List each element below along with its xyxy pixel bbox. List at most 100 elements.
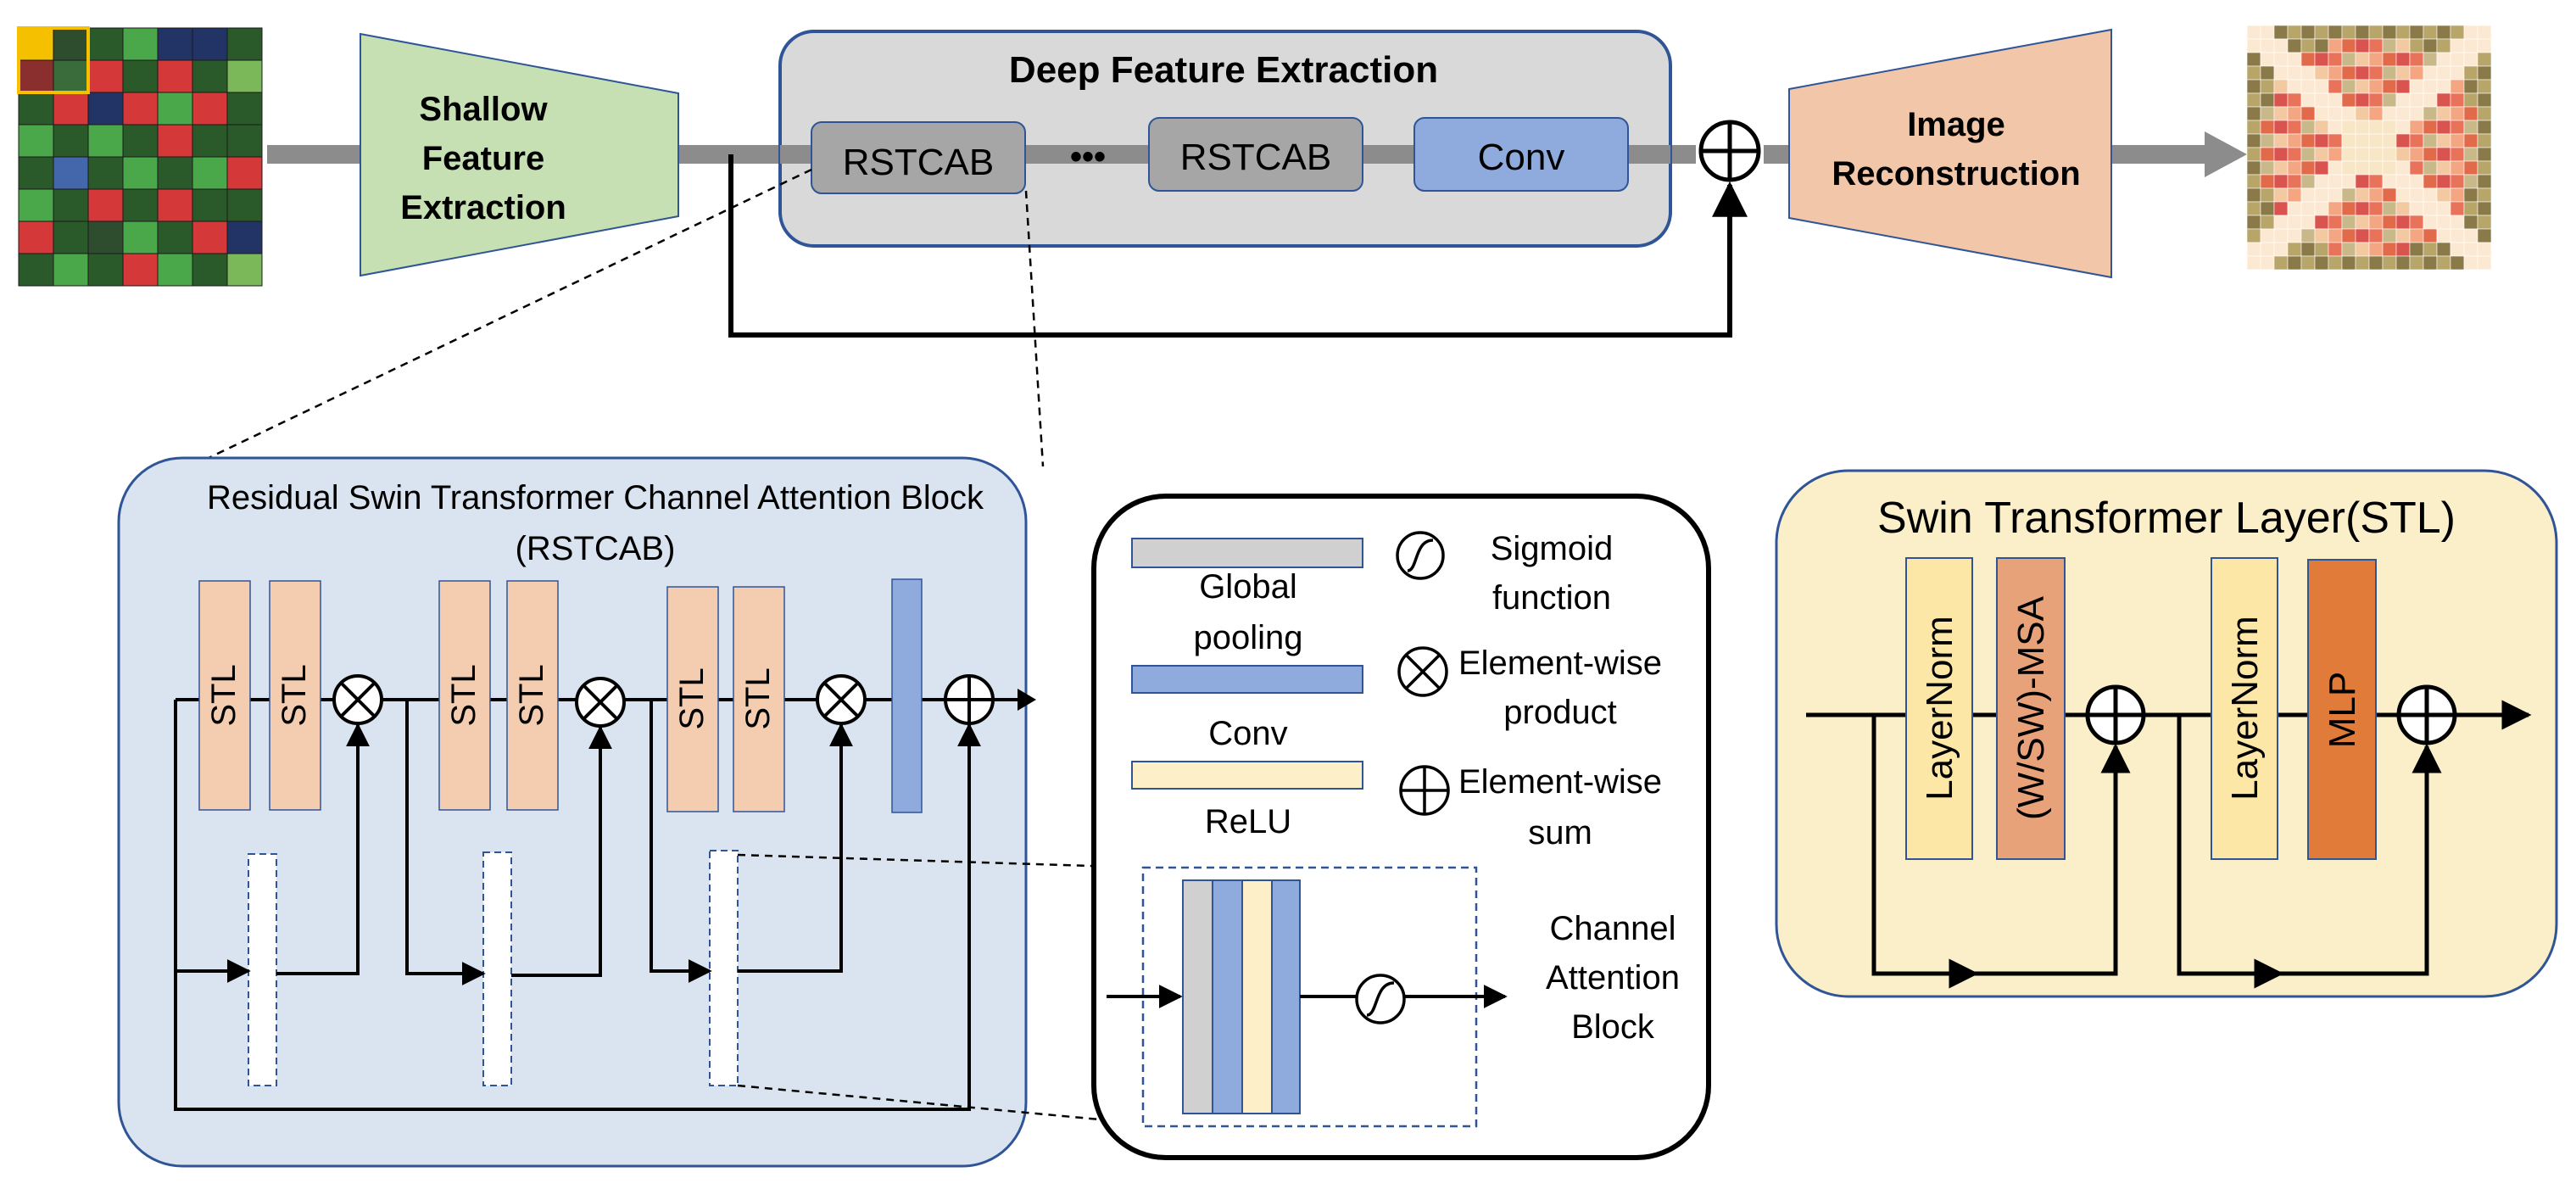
output-grid-cell <box>2395 79 2411 94</box>
ellipsis: ••• <box>1070 138 1106 176</box>
output-grid-cell <box>2287 255 2302 271</box>
output-grid-cell <box>2355 52 2370 67</box>
output-grid-cell <box>2328 120 2343 135</box>
output-grid-cell <box>2368 79 2384 94</box>
rstcab-block-1[interactable] <box>811 121 1026 194</box>
output-grid-cell <box>2314 201 2329 216</box>
input-grid-cell <box>122 220 159 254</box>
output-grid-cell <box>2300 79 2316 94</box>
stl-block-3[interactable] <box>438 580 491 811</box>
output-grid-cell <box>2314 38 2329 53</box>
output-grid-cell <box>2409 201 2424 216</box>
stl-block-6[interactable] <box>733 586 785 812</box>
output-grid-cell <box>2260 187 2275 203</box>
cab-branch-2 <box>482 851 512 1086</box>
rstcab-block-2[interactable] <box>1148 117 1363 192</box>
output-grid-cell <box>2314 120 2329 135</box>
output-grid-cell <box>2246 255 2261 271</box>
output-grid-cell <box>2423 187 2438 203</box>
output-grid-cell <box>2423 160 2438 176</box>
legend-pool-label-line1: Global <box>1199 568 1297 606</box>
output-grid-cell <box>2273 147 2289 162</box>
legend-conv-label: Conv <box>1208 715 1287 752</box>
output-grid-cell <box>2477 65 2492 81</box>
output-grid-cell <box>2314 25 2329 40</box>
output-grid-cell <box>2287 52 2302 67</box>
input-grid-cell <box>18 156 54 190</box>
stl-block-1[interactable] <box>198 580 251 811</box>
output-grid-cell <box>2328 133 2343 148</box>
cab-zoom-line-top <box>737 853 1146 869</box>
output-grid-cell <box>2287 228 2302 243</box>
legend-conv-swatch <box>1131 665 1363 694</box>
output-grid-cell <box>2314 92 2329 108</box>
output-grid-cell <box>2436 215 2451 230</box>
output-grid-cell <box>2409 92 2424 108</box>
shallow-label-line3: Extraction <box>400 189 566 226</box>
output-grid-cell <box>2382 255 2397 271</box>
output-grid-cell <box>2260 160 2275 176</box>
output-grid-cell <box>2409 120 2424 135</box>
output-grid-cell <box>2382 215 2397 230</box>
output-grid-cell <box>2450 38 2465 53</box>
output-grid-cell <box>2395 187 2411 203</box>
input-image-grid <box>17 26 263 287</box>
output-grid-cell <box>2395 106 2411 121</box>
output-grid-cell <box>2382 92 2397 108</box>
output-grid-cell <box>2450 133 2465 148</box>
input-grid-cell <box>192 124 228 158</box>
input-grid-cell <box>192 156 228 190</box>
output-grid-cell <box>2314 174 2329 189</box>
output-grid-cell <box>2409 147 2424 162</box>
output-grid-cell <box>2409 255 2424 271</box>
output-grid-cell <box>2382 160 2397 176</box>
stl-layernorm-2[interactable] <box>2211 557 2278 860</box>
conv-block[interactable] <box>1413 117 1629 192</box>
stl-msa-block[interactable] <box>1996 557 2066 860</box>
output-grid-cell <box>2382 133 2397 148</box>
stl-block-4[interactable] <box>506 580 559 811</box>
stl-sum-node-2 <box>2396 684 2457 745</box>
output-grid-cell <box>2409 106 2424 121</box>
output-grid-cell <box>2368 147 2384 162</box>
output-grid-cell <box>2341 201 2356 216</box>
output-grid-cell <box>2450 147 2465 162</box>
stl-layernorm-1[interactable] <box>1905 557 1973 860</box>
output-grid-cell <box>2300 160 2316 176</box>
input-grid-cell <box>18 92 54 126</box>
output-grid-cell <box>2273 92 2289 108</box>
output-grid-cell <box>2368 215 2384 230</box>
output-grid-cell <box>2423 228 2438 243</box>
output-grid-cell <box>2395 255 2411 271</box>
output-grid-cell <box>2328 228 2343 243</box>
zoom-line-left <box>190 168 812 468</box>
output-grid-cell <box>2273 174 2289 189</box>
output-grid-cell <box>2436 228 2451 243</box>
output-grid-cell <box>2355 120 2370 135</box>
stl-mlp-block[interactable] <box>2307 559 2377 860</box>
output-grid-cell <box>2382 174 2397 189</box>
input-grid-cell <box>53 253 89 287</box>
stl-msa-label: (W/SW)-MSA <box>2010 595 2052 820</box>
output-grid-cell <box>2409 187 2424 203</box>
output-grid-cell <box>2341 228 2356 243</box>
rstcab-title-line1: Residual Swin Transformer Channel Attent… <box>207 479 984 516</box>
output-grid-cell <box>2260 133 2275 148</box>
output-grid-cell <box>2382 25 2397 40</box>
output-grid-cell <box>2273 255 2289 271</box>
output-grid-cell <box>2287 106 2302 121</box>
output-image-grid <box>2246 25 2492 271</box>
output-grid-cell <box>2382 228 2397 243</box>
rstcab-conv-bar <box>891 578 923 813</box>
output-grid-cell <box>2273 133 2289 148</box>
output-grid-cell <box>2341 25 2356 40</box>
output-grid-cell <box>2300 174 2316 189</box>
stl-block-2[interactable] <box>269 580 321 811</box>
input-grid-cell <box>157 253 193 287</box>
cab-conv-bar-1 <box>1212 879 1243 1114</box>
cab-branch-1 <box>248 853 277 1086</box>
stl-block-5[interactable] <box>666 586 719 812</box>
output-grid-cell <box>2300 65 2316 81</box>
input-grid-cell <box>157 59 193 93</box>
output-grid-cell <box>2287 133 2302 148</box>
